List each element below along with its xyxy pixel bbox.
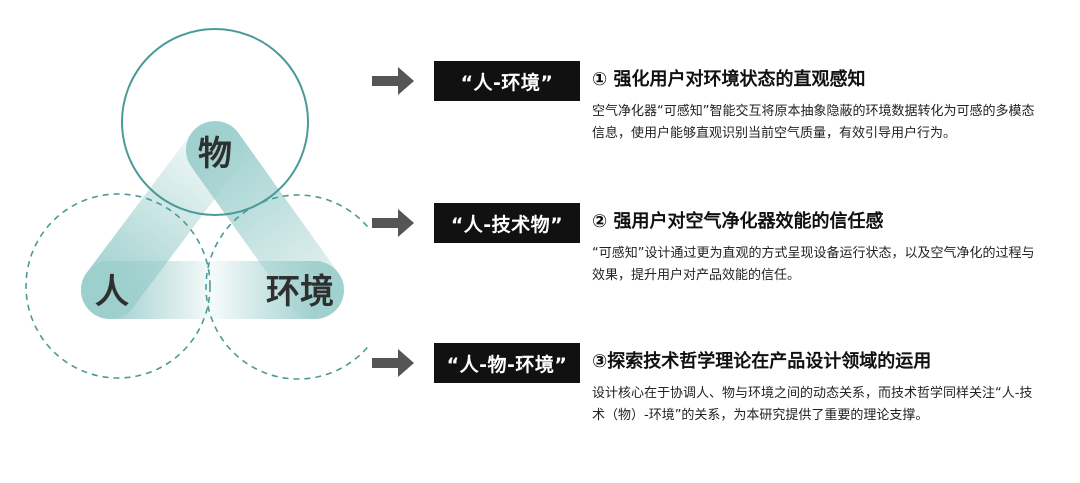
arrow-right-icon xyxy=(372,209,414,237)
node-environment-label: 环境 xyxy=(266,272,334,312)
row-1: “人-环境” ① 强化用户对环境状态的直观感知 空气净化器“可感知”智能交互将原… xyxy=(370,61,1070,171)
row-description: “可感知”设计通过更为直观的方式呈现设备运行状态，以及空气净化的过程与效果，提升… xyxy=(592,246,1035,283)
circle-object xyxy=(121,28,309,216)
row-3: “人-物-环境” ③探索技术哲学理论在产品设计领域的运用 设计核心在于协调人、物… xyxy=(370,343,1070,453)
row-2: “人-技术物” ② 强用户对空气净化器效能的信任感 “可感知”设计通过更为直观的… xyxy=(370,203,1070,313)
row-description: 设计核心在于协调人、物与环境之间的动态关系，而技术哲学同样关注“人-技术（物）-… xyxy=(592,386,1033,423)
circle-person xyxy=(25,193,211,379)
row-heading: ② 强用户对空气净化器效能的信任感 xyxy=(592,211,884,232)
venn-triangle-diagram: 物 人 环境 xyxy=(25,28,370,380)
triangle-band xyxy=(81,121,344,319)
relation-tag: “人-技术物” xyxy=(434,203,580,243)
circle-environment xyxy=(205,194,370,380)
relation-tag: “人-环境” xyxy=(434,61,580,101)
relation-tag: “人-物-环境” xyxy=(434,343,580,383)
node-object-label: 物 xyxy=(198,134,232,174)
node-person-label: 人 xyxy=(95,272,129,312)
row-description: 空气净化器“可感知”智能交互将原本抽象隐蔽的环境数据转化为可感的多模态信息，使用… xyxy=(592,104,1035,141)
arrow-right-icon xyxy=(372,349,414,377)
arrow-right-icon xyxy=(372,67,414,95)
row-heading: ① 强化用户对环境状态的直观感知 xyxy=(592,69,866,90)
row-heading: ③探索技术哲学理论在产品设计领域的运用 xyxy=(592,351,932,372)
